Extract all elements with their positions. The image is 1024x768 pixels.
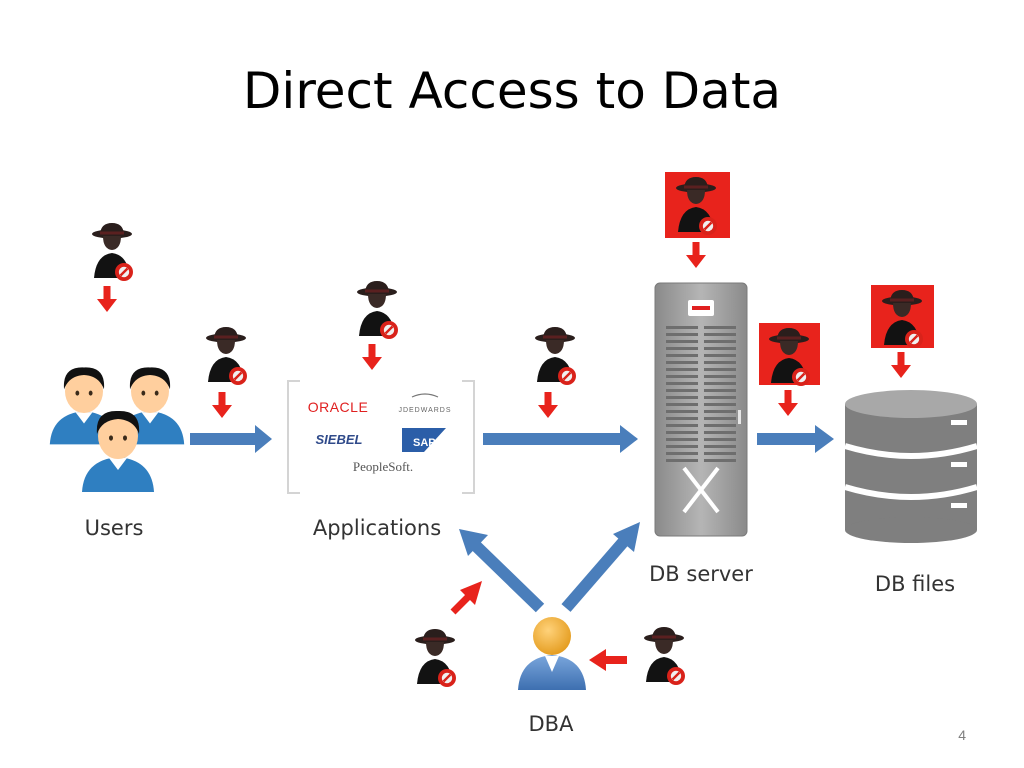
dba-label: DBA	[529, 712, 575, 736]
server-vent-slot	[666, 389, 698, 392]
db-server-label: DB server	[649, 562, 753, 586]
server-vent-slot	[666, 326, 698, 329]
server-vent-slot	[704, 396, 736, 399]
server-vent-slot	[704, 361, 736, 364]
db-files-label: DB files	[875, 572, 955, 596]
server-vent-slot	[666, 396, 698, 399]
server-vent-slot	[704, 368, 736, 371]
slide-title: Direct Access to Data	[242, 62, 782, 120]
flow-arrow-users-to-apps	[190, 425, 272, 453]
server-vent-slot	[704, 382, 736, 385]
flow-arrow-apps-to-server	[483, 425, 638, 453]
server-vent-slot	[704, 354, 736, 357]
server-vent-slot	[666, 438, 698, 441]
hacker-icon	[90, 221, 135, 283]
server-vent-slot	[666, 459, 698, 462]
server-vent-slot	[704, 410, 736, 413]
threat-arrow-down-icon	[97, 286, 117, 312]
attacker-dba-left	[413, 581, 482, 689]
server-vent-slot	[666, 361, 698, 364]
sap-logo-shape	[402, 428, 446, 452]
server-vent-slot	[704, 452, 736, 455]
server-vent-slot	[666, 410, 698, 413]
attacker-users-apps-link	[204, 325, 249, 418]
applications-frame	[287, 380, 475, 494]
server-vent-slot	[666, 417, 698, 420]
jdedwards-swoosh-icon	[411, 393, 439, 398]
flow-arrow-dba-to-server	[561, 522, 640, 612]
database-cylinder-icon	[844, 390, 978, 543]
server-vent-slot	[666, 333, 698, 336]
users-label: Users	[85, 516, 144, 540]
oracle-logo: ORACLE	[308, 399, 369, 415]
attacker-server-files-link	[759, 323, 820, 416]
threat-arrow-down-icon	[538, 392, 558, 418]
server-vent-slot	[704, 340, 736, 343]
dba-person-icon	[518, 617, 586, 690]
server-vent-slot	[704, 326, 736, 329]
threat-arrow-diagonal-icon	[450, 581, 482, 615]
server-vent-slot	[704, 347, 736, 350]
hacker-icon	[204, 325, 249, 387]
threat-arrow-down-icon	[212, 392, 232, 418]
server-rack-icon	[654, 282, 748, 537]
hacker-icon	[642, 625, 687, 687]
attacker-applications	[355, 279, 400, 370]
server-vent-slot	[704, 438, 736, 441]
threat-arrow-down-icon	[362, 344, 382, 370]
applications-label: Applications	[313, 516, 441, 540]
server-vent-slot	[666, 431, 698, 434]
jdedwards-logo: JDEDWARDS	[398, 407, 451, 414]
sap-logo: SAP	[413, 437, 436, 449]
server-vent-slot	[704, 459, 736, 462]
flow-arrow-server-to-files	[757, 425, 834, 453]
flow-arrow-dba-to-apps	[459, 529, 545, 613]
server-vent-slot	[704, 431, 736, 434]
threat-arrow-down-icon	[891, 352, 911, 378]
threat-arrow-left-icon	[589, 649, 627, 671]
server-vent-slot	[704, 445, 736, 448]
server-vent-slot	[666, 445, 698, 448]
hacker-icon	[533, 325, 578, 387]
server-vent-slot	[704, 424, 736, 427]
attacker-dba-right	[589, 625, 687, 687]
siebel-logo: SIEBEL	[316, 432, 363, 447]
server-vent-slot	[666, 382, 698, 385]
threat-arrow-down-icon	[778, 390, 798, 416]
server-vent-slot	[666, 375, 698, 378]
server-vent-slot	[704, 375, 736, 378]
hacker-icon	[355, 279, 400, 341]
hacker-icon	[413, 627, 458, 689]
peoplesoft-logo: PeopleSoft.	[353, 459, 413, 474]
server-vent-slot	[704, 389, 736, 392]
server-vent-slot	[704, 333, 736, 336]
server-vent-slot	[704, 417, 736, 420]
users-group-icon	[49, 367, 185, 492]
slide-number: 4	[958, 727, 966, 743]
server-vent-slot	[666, 347, 698, 350]
attacker-db-files	[871, 285, 934, 378]
server-vent-slot	[704, 403, 736, 406]
server-vent-slot	[666, 354, 698, 357]
server-vent-slot	[666, 368, 698, 371]
server-vent-slot	[666, 424, 698, 427]
attacker-db-server	[665, 172, 730, 268]
server-vent-slot	[666, 340, 698, 343]
threat-arrow-down-icon	[686, 242, 706, 268]
attacker-apps-server-link	[533, 325, 578, 418]
server-vent-slot	[666, 403, 698, 406]
server-vent-slot	[666, 452, 698, 455]
attacker-users	[90, 221, 135, 312]
